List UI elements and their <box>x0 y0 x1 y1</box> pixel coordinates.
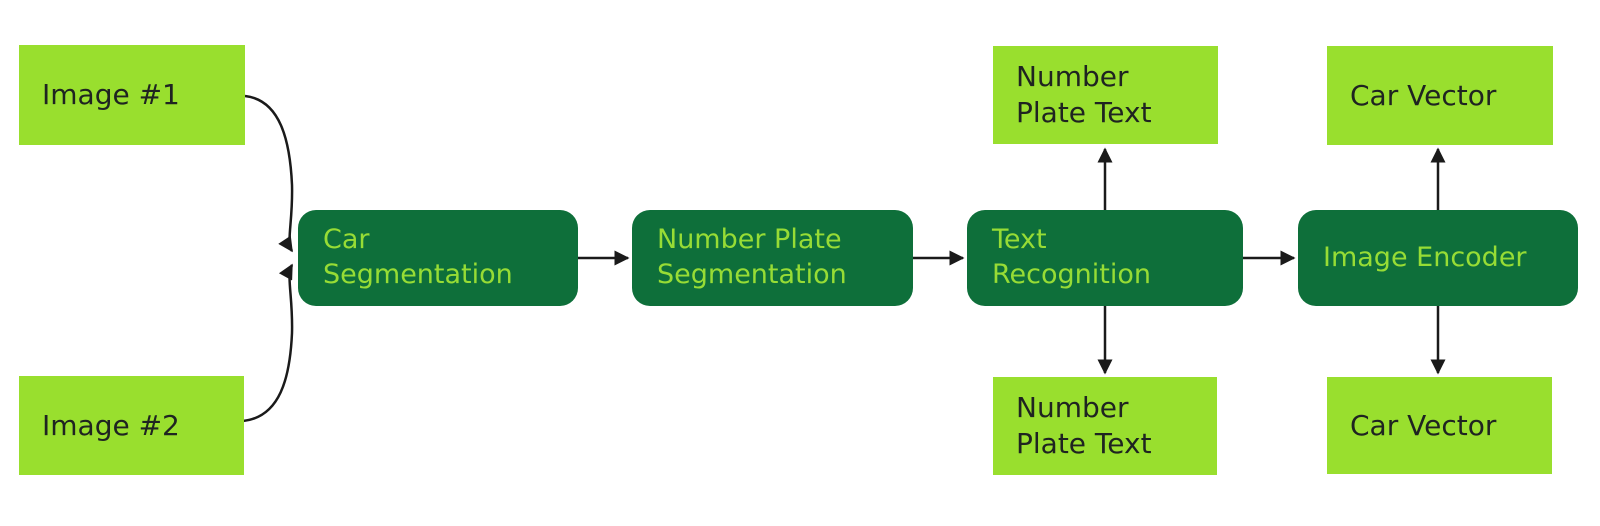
node-number-plate-text-bottom-label: Number Plate Text <box>1016 391 1152 460</box>
node-car-vector-top-label: Car Vector <box>1350 78 1497 112</box>
node-image-2-label: Image #2 <box>42 408 180 442</box>
node-car-segmentation: Car Segmentation <box>298 210 578 306</box>
node-number-plate-segmentation: Number Plate Segmentation <box>632 210 913 306</box>
node-car-vector-bottom: Car Vector <box>1327 377 1552 474</box>
node-image-encoder: Image Encoder <box>1298 210 1578 306</box>
node-text-recognition-label: Text Recognition <box>992 224 1151 290</box>
node-number-plate-text-top-label: Number Plate Text <box>1016 60 1152 129</box>
node-number-plate-text-top: Number Plate Text <box>993 46 1218 144</box>
arrow-image1-to-car-segmentation <box>244 94 294 253</box>
node-image-2: Image #2 <box>19 376 244 475</box>
node-number-plate-segmentation-label: Number Plate Segmentation <box>657 224 847 290</box>
node-image-1: Image #1 <box>19 45 245 145</box>
node-car-vector-bottom-label: Car Vector <box>1350 408 1497 442</box>
node-number-plate-text-bottom: Number Plate Text <box>993 377 1217 475</box>
node-image-encoder-label: Image Encoder <box>1323 241 1527 273</box>
node-image-1-label: Image #1 <box>42 78 180 112</box>
node-text-recognition: Text Recognition <box>967 210 1243 306</box>
arrow-image2-to-car-segmentation <box>242 263 294 423</box>
node-car-vector-top: Car Vector <box>1327 46 1553 145</box>
node-car-segmentation-label: Car Segmentation <box>323 224 513 290</box>
